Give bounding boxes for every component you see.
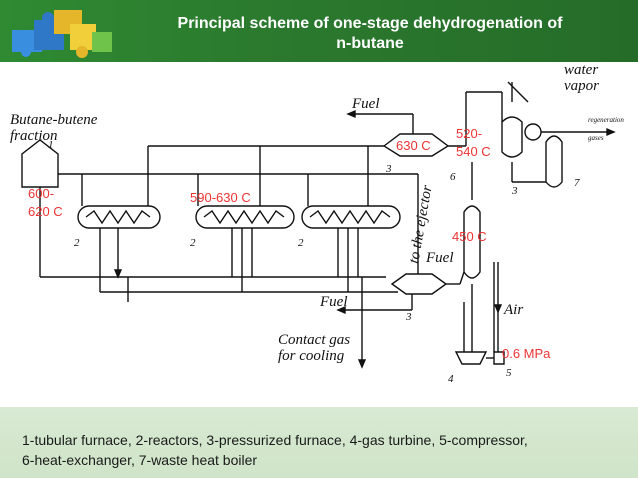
- waste-heat-boiler-shape: [545, 135, 563, 188]
- header-bar: Principal scheme of one-stage dehydrogen…: [0, 0, 638, 62]
- contact-gas-label-2: for cooling: [278, 348, 345, 364]
- fuel-label-mid: Fuel: [425, 250, 454, 266]
- fuel-label-top: Fuel: [351, 96, 380, 112]
- temp-520-line1: 520-: [456, 126, 482, 141]
- feed-label-1: Butane-butene: [10, 112, 98, 128]
- regeneration-label-2: gases: [588, 134, 604, 142]
- reactor-2-shape: [195, 205, 295, 229]
- footer-caption-area: 1-tubular furnace, 2-reactors, 3-pressur…: [0, 407, 638, 478]
- page-title: Principal scheme of one-stage dehydrogen…: [110, 14, 630, 54]
- pressurized-furnace-middle: [390, 273, 448, 295]
- water-vapor-label-1: water: [564, 62, 598, 78]
- number-3b: 3: [405, 311, 412, 323]
- number-7: 7: [574, 177, 580, 189]
- temp-600-line1: 600-: [28, 186, 54, 201]
- number-6: 6: [450, 171, 456, 183]
- heat-exchanger-shape: [463, 205, 481, 279]
- scheme-svg: Butane-butene fraction Fuel Fuel Fuel wa…: [10, 62, 624, 385]
- number-4: 4: [448, 373, 454, 385]
- number-3c: 3: [511, 185, 518, 197]
- legend-caption: 1-tubular furnace, 2-reactors, 3-pressur…: [22, 430, 622, 470]
- number-2a: 2: [74, 237, 80, 249]
- title-line-1: Principal scheme of one-stage dehydrogen…: [177, 15, 563, 32]
- regeneration-label-1: regeneration: [588, 116, 624, 124]
- pressure-label: 0.6 MPa: [502, 346, 551, 361]
- tubular-furnace-shape: [21, 139, 59, 188]
- temp-630: 630 C: [396, 138, 431, 153]
- reactor-3-shape: [301, 205, 401, 229]
- water-vapor-label-2: vapor: [564, 78, 599, 94]
- puzzle-logo-icon: [12, 10, 112, 58]
- number-1: 1: [48, 139, 54, 151]
- number-5: 5: [506, 367, 512, 379]
- number-2b: 2: [190, 237, 196, 249]
- temp-450: 450 C: [452, 229, 487, 244]
- number-2c: 2: [298, 237, 304, 249]
- temp-520-line2: 540 C: [456, 144, 491, 159]
- fuel-label-low: Fuel: [319, 294, 348, 310]
- process-diagram: Butane-butene fraction Fuel Fuel Fuel wa…: [8, 62, 630, 407]
- caption-line-2: 6-heat-exchanger, 7-waste heat boiler: [22, 452, 258, 468]
- temp-590: 590-630 C: [190, 190, 251, 205]
- title-line-2: n-butane: [336, 35, 404, 52]
- reactor-1-shape: [77, 205, 161, 229]
- temp-600-line2: 620 C: [28, 204, 63, 219]
- contact-gas-label-1: Contact gas: [278, 332, 350, 348]
- caption-line-1: 1-tubular furnace, 2-reactors, 3-pressur…: [22, 432, 528, 448]
- gas-turbine-shape: [454, 351, 488, 365]
- number-3a: 3: [385, 163, 392, 175]
- air-label: Air: [503, 302, 523, 318]
- feed-label-2: fraction: [10, 128, 58, 144]
- compressor-shape: [493, 351, 505, 365]
